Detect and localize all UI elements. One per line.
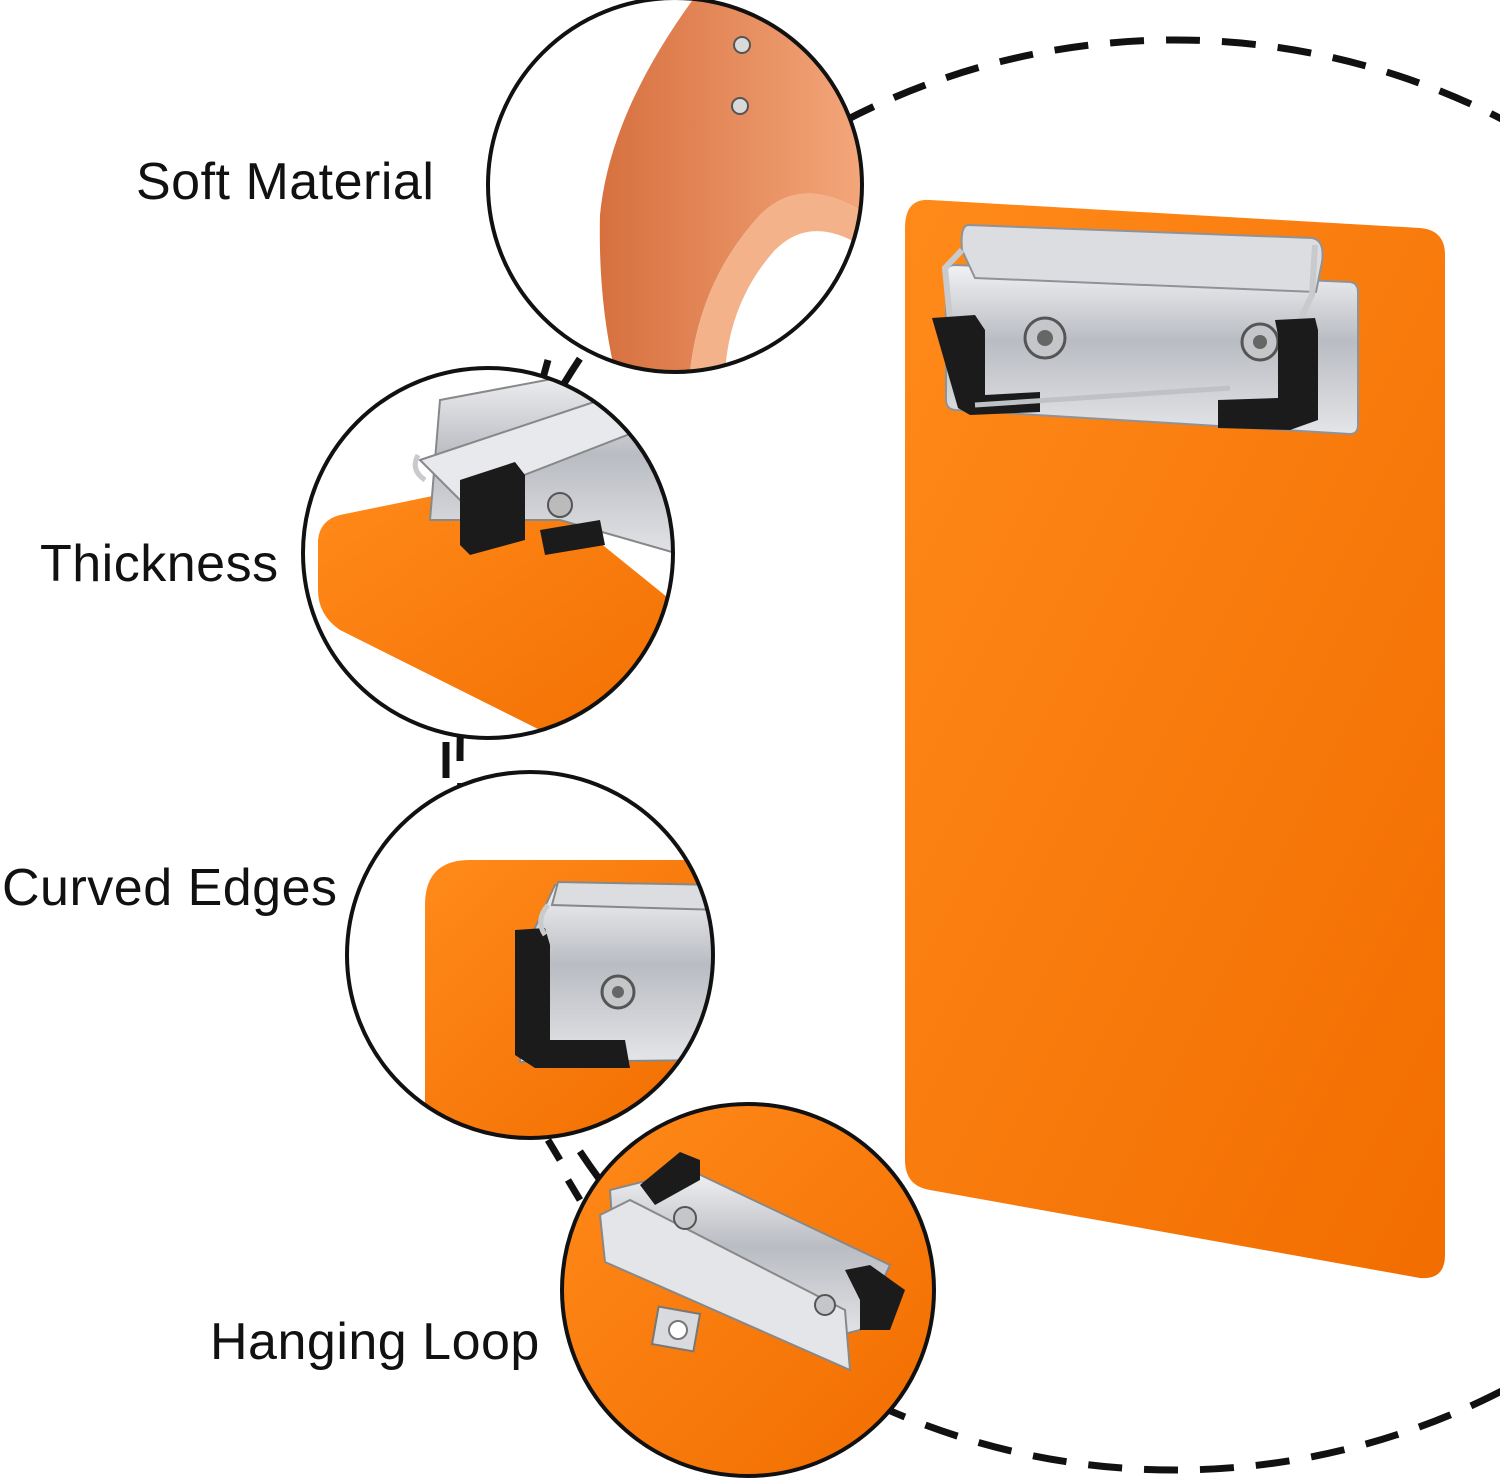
hanging-loop-detail [560,1102,936,1478]
label-hanging-loop: Hanging Loop [210,1313,540,1371]
curved-edges-detail [345,770,715,1140]
soft-material-detail [486,0,864,374]
main-clipboard [905,199,1445,1279]
label-thickness: Thickness [40,535,279,593]
dashed-outline-circle [456,36,1500,1474]
label-curved-edges: Curved Edges [2,859,338,917]
label-soft-material: Soft Material [136,153,435,211]
thickness-detail [301,366,675,740]
